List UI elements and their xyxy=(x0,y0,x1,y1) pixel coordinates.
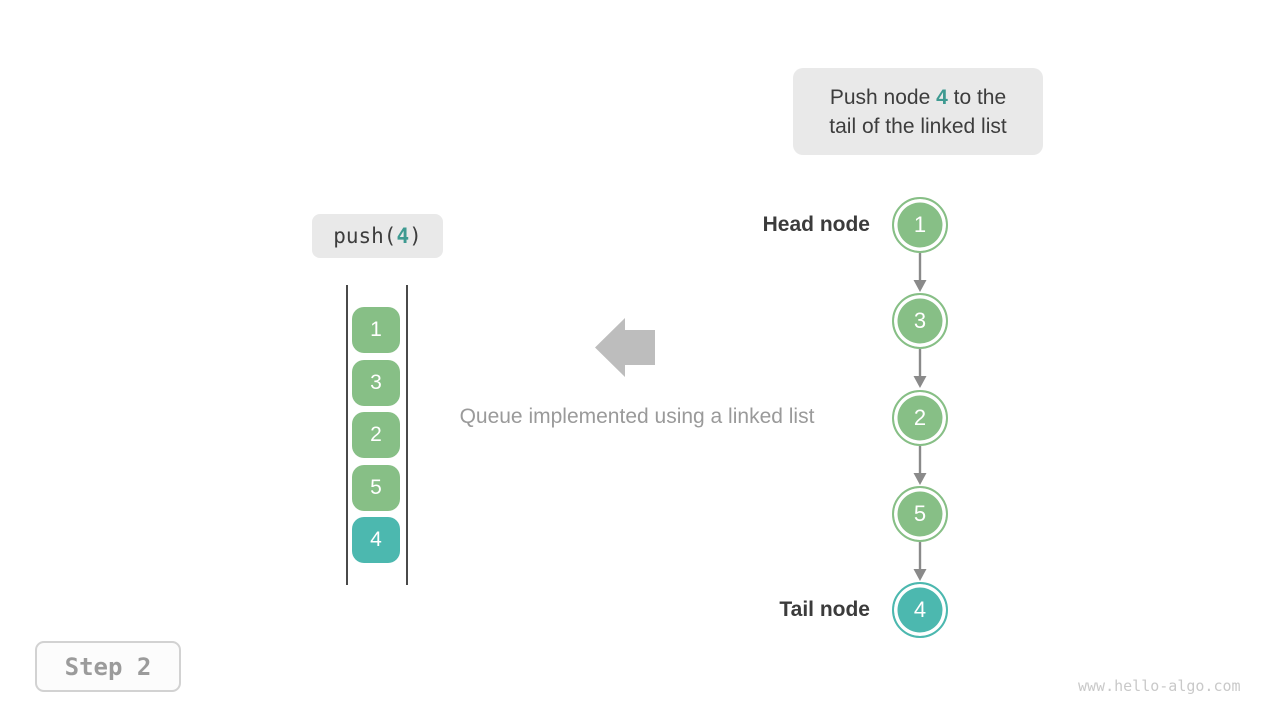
step-badge: Step 2 xyxy=(35,641,181,692)
queue-cell-3: 2 xyxy=(352,412,400,458)
list-node-2: 3 xyxy=(892,293,948,349)
queue-cell-5-highlighted: 4 xyxy=(352,517,400,563)
queue-cell-2: 3 xyxy=(352,360,400,406)
queue-cell-1: 1 xyxy=(352,307,400,353)
watermark: www.hello-algo.com xyxy=(1078,677,1241,695)
list-node-3: 2 xyxy=(892,390,948,446)
queue-right-wall xyxy=(406,285,408,585)
figure-caption: Queue implemented using a linked list xyxy=(459,405,815,428)
operation-text-pre: push( xyxy=(333,224,397,248)
tooltip-bubble: Push node 4 to the tail of the linked li… xyxy=(793,68,1043,155)
down-arrow-icon xyxy=(913,349,927,388)
tooltip-line-1: Push node 4 to the xyxy=(830,83,1006,112)
queue-cell-4: 5 xyxy=(352,465,400,511)
down-arrow-icon xyxy=(913,253,927,292)
tooltip-line-2: tail of the linked list xyxy=(829,114,1007,138)
list-node-4: 5 xyxy=(892,486,948,542)
operation-text-post: ) xyxy=(409,224,422,248)
queue-left-wall xyxy=(346,285,348,585)
tooltip-highlight-value: 4 xyxy=(936,85,948,109)
left-block-arrow-icon xyxy=(595,318,655,377)
down-arrow-icon xyxy=(913,542,927,581)
tooltip-text-post: to the xyxy=(947,85,1007,109)
push-operation-label: push(4) xyxy=(312,214,443,258)
head-node-label: Head node xyxy=(762,213,870,236)
tooltip-text-pre: Push node xyxy=(829,85,937,109)
operation-value: 4 xyxy=(396,224,410,248)
list-node-5-highlighted: 4 xyxy=(892,582,948,638)
list-node-1: 1 xyxy=(892,197,948,253)
down-arrow-icon xyxy=(913,446,927,485)
tail-node-label: Tail node xyxy=(779,598,870,621)
